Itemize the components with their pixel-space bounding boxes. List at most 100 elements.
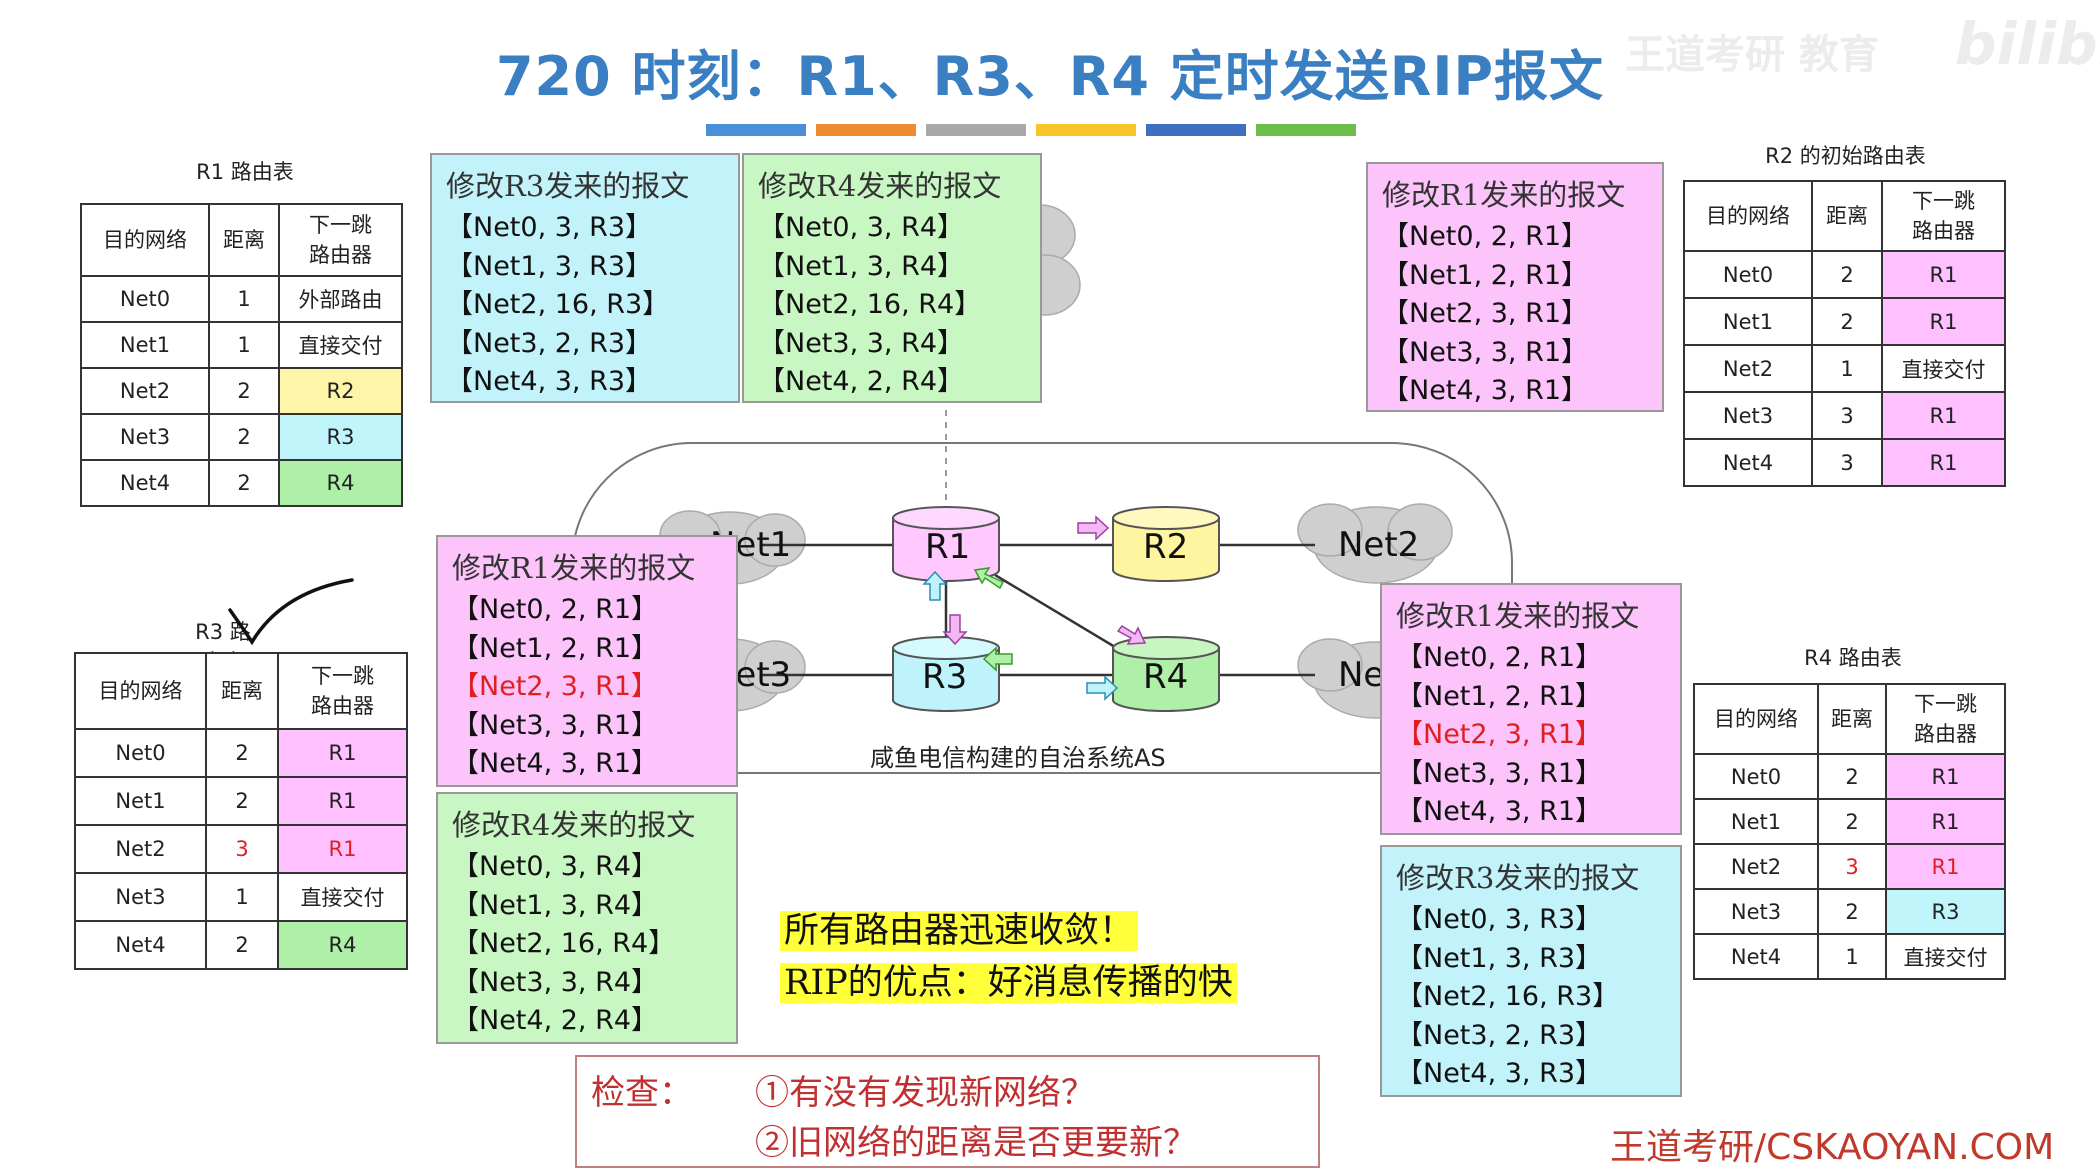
msg-line: 【Net3, 3, R1】	[1382, 336, 1589, 368]
link-r1-r4	[994, 573, 1121, 652]
cell-dist: 1	[208, 275, 280, 323]
cell-net: Net0	[1693, 753, 1819, 800]
table-row: Net4 2 R4	[74, 920, 408, 970]
cell-hop: R1	[1881, 250, 2006, 299]
msg-r3-from-r4: 修改R4发来的报文 【Net0, 3, R4】 【Net1, 3, R4】 【N…	[436, 792, 738, 1044]
msg-title: 修改R3发来的报文	[1396, 861, 1640, 895]
cell-net: Net2	[1693, 843, 1819, 890]
arrow-r1-to-r3	[942, 614, 968, 646]
msg-title: 修改R3发来的报文	[446, 169, 690, 203]
cell-hop: 直接交付	[1885, 933, 2006, 980]
router-r3-label: R3	[922, 657, 968, 697]
header-dist: 距离	[208, 203, 280, 277]
msg-line: 【Net4, 3, R3】	[1396, 1058, 1603, 1089]
cell-dist: 3	[1811, 391, 1883, 440]
header-dest: 目的网络	[1683, 180, 1813, 252]
cell-hop: R1	[277, 776, 408, 826]
cell-net: Net0	[80, 275, 210, 323]
check-item-1: ①有没有发现新网络？	[755, 1073, 1095, 1113]
table-row: Net1 1 直接交付	[80, 321, 403, 369]
table-row: Net3 2 R3	[80, 413, 403, 461]
msg-line: 【Net0, 2, R1】	[1396, 642, 1603, 673]
table-row: Net3 1 直接交付	[74, 872, 408, 922]
cell-dist: 2	[205, 728, 279, 778]
cell-dist: 3	[205, 824, 279, 874]
note-line-2: RIP的优点：好消息传播的快	[780, 963, 1237, 1003]
cell-net: Net3	[80, 413, 210, 461]
msg-line: 【Net4, 3, R1】	[1382, 375, 1589, 406]
cell-dist: 2	[205, 920, 279, 970]
msg-r4-from-r3: 修改R3发来的报文 【Net0, 3, R3】 【Net1, 3, R3】 【N…	[1380, 845, 1682, 1097]
msg-line: 【Net0, 3, R4】	[758, 212, 965, 243]
cell-hop: R1	[1885, 753, 2006, 800]
cell-net: Net4	[1693, 933, 1819, 980]
table-row: Net0 2 R1	[1693, 753, 2006, 800]
msg-line: 【Net3, 2, R3】	[446, 327, 653, 359]
cell-dist: 2	[1811, 297, 1883, 346]
msg-line: 【Net0, 2, R1】	[452, 594, 659, 625]
msg-line: 【Net3, 3, R4】	[758, 327, 965, 359]
as-label: 咸鱼电信构建的自治系统AS	[870, 744, 1166, 772]
color-bar-segment	[1256, 124, 1356, 136]
msg-line: 【Net1, 3, R3】	[1396, 942, 1603, 974]
bilibili-logo: bilibili	[1955, 10, 2100, 78]
header-hop: 下一跳 路由器	[278, 203, 403, 277]
cell-dist: 2	[1817, 753, 1887, 800]
cell-hop: R1	[1885, 843, 2006, 890]
msg-line: 【Net3, 3, R4】	[452, 966, 659, 998]
msg-line: 【Net2, 3, R1】	[1382, 298, 1589, 329]
arrow-r1-to-r4	[1116, 625, 1147, 645]
cell-net: Net1	[80, 321, 210, 369]
header-dist: 距离	[1811, 180, 1883, 252]
msg-line: 【Net2, 16, R4】	[452, 928, 676, 959]
header-hop: 下一跳 路由器	[1881, 180, 2006, 252]
cell-hop: 直接交付	[278, 321, 403, 369]
checkmark-icon	[228, 578, 354, 646]
r1-table-caption: R1 路由表	[196, 160, 294, 184]
r2-routing-table: 目的网络 距离 下一跳 路由器 Net0 2 R1 Net1 2 R1 Net2…	[1683, 180, 2006, 487]
r2-table-caption: R2 的初始路由表	[1765, 144, 1926, 168]
table-row: Net3 3 R1	[1683, 391, 2006, 440]
table-row: Net2 3 R1	[1693, 843, 2006, 890]
msg-line: 【Net2, 16, R4】	[758, 289, 982, 320]
header-dist: 距离	[1817, 683, 1887, 755]
router-r1-shape	[892, 506, 1000, 582]
header-dist: 距离	[205, 652, 279, 730]
cell-hop: R1	[277, 824, 408, 874]
cell-hop: R3	[1885, 888, 2006, 935]
header-hop: 下一跳 路由器	[277, 652, 408, 730]
router-r4-label: R4	[1143, 657, 1189, 697]
cell-net: Net4	[74, 920, 207, 970]
table-row: Net4 3 R1	[1683, 438, 2006, 487]
header-dest: 目的网络	[74, 652, 207, 730]
table-row: Net2 2 R2	[80, 367, 403, 415]
msg-line: 【Net3, 3, R1】	[1396, 757, 1603, 789]
cell-net: Net4	[80, 459, 210, 507]
cell-hop: 直接交付	[1881, 344, 2006, 393]
msg-line: 【Net4, 2, R4】	[452, 1005, 659, 1036]
arrow-r3-to-r4	[1086, 675, 1119, 701]
msg-title: 修改R4发来的报文	[452, 808, 696, 842]
cell-net: Net3	[1683, 391, 1813, 440]
convergence-note: 所有路由器迅速收敛！ RIP的优点：好消息传播的快	[780, 905, 1300, 1009]
cell-hop: R3	[278, 413, 403, 461]
color-bar-segment	[926, 124, 1026, 136]
table-row: Net0 1 外部路由	[80, 275, 403, 323]
msg-r4-from-r1: 修改R1发来的报文 【Net0, 2, R1】 【Net1, 2, R1】 【N…	[1380, 583, 1682, 835]
table-row: Net4 2 R4	[80, 459, 403, 507]
cell-hop: R4	[277, 920, 408, 970]
msg-line: 【Net4, 3, R1】	[452, 748, 659, 779]
cell-hop: R1	[1885, 798, 2006, 845]
msg-line: 【Net3, 3, R1】	[452, 709, 659, 741]
r4-table-caption: R4 路由表	[1804, 646, 1902, 670]
cell-hop: 外部路由	[278, 275, 403, 323]
r1-routing-table: 目的网络 距离 下一跳 路由器 Net0 1 外部路由 Net1 1 直接交付 …	[80, 203, 403, 507]
color-bar-segment	[816, 124, 916, 136]
cell-hop: R1	[1881, 391, 2006, 440]
note-line-1: 所有路由器迅速收敛！	[780, 911, 1139, 951]
check-label: 检查：	[591, 1073, 693, 1113]
watermark-text: 王道考研 教育	[1625, 32, 1879, 78]
msg-line: 【Net0, 3, R3】	[446, 212, 653, 243]
r3-routing-table: 目的网络 距离 下一跳 路由器 Net0 2 R1 Net1 2 R1 Net2…	[74, 652, 408, 970]
router-r3-shape	[892, 636, 1000, 712]
